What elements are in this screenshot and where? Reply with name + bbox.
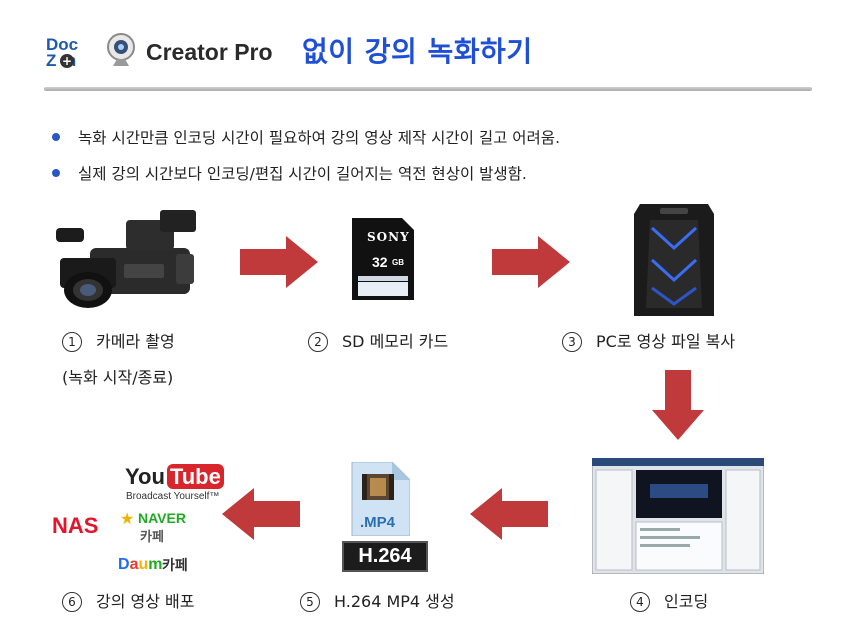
youtube-tube: Tube	[166, 464, 224, 489]
arrow-right-icon	[240, 236, 318, 288]
step-number: 3	[562, 332, 582, 352]
step-3-label: 3 PC로 영상 파일 복사	[562, 328, 735, 352]
naver-logo: NAVER	[138, 510, 186, 526]
step-number: 2	[308, 332, 328, 352]
daum-logo: Daum	[118, 556, 163, 573]
arrow-down-icon	[652, 370, 704, 440]
arrow-left-icon	[222, 488, 300, 540]
step-1-label: 1 카메라 촬영	[62, 328, 175, 352]
brand-name: Creator Pro	[146, 39, 273, 65]
step-5-label: 5 H.264 MP4 생성	[300, 588, 455, 612]
arrow-left-icon	[470, 488, 548, 540]
youtube-you: You	[125, 464, 165, 489]
step-number: 6	[62, 592, 82, 612]
step-text: PC로 영상 파일 복사	[596, 332, 736, 351]
bullet-dot-icon	[52, 132, 60, 141]
step-4-label: 4 인코딩	[630, 588, 708, 612]
video-file-icon	[348, 461, 411, 540]
daum-cafe-label: 카페	[162, 558, 188, 574]
logo-doc-text: Doc	[46, 35, 79, 54]
step-text: 인코딩	[664, 592, 709, 611]
step-text: H.264 MP4 생성	[334, 592, 455, 611]
video-camera-icon	[56, 200, 216, 316]
sd-capacity: 32	[372, 254, 388, 270]
pc-tower-icon	[630, 200, 718, 324]
step-1-sublabel: (녹화 시작/종료)	[62, 368, 174, 387]
step-number: 4	[630, 592, 650, 612]
bullet-dot-icon	[52, 168, 60, 177]
sd-unit: GB	[392, 258, 404, 267]
bullet-text: 녹화 시간만큼 인코딩 시간이 필요하여 강의 영상 제작 시간이 길고 어려움…	[78, 129, 560, 147]
bullet-item: 녹화 시간만큼 인코딩 시간이 필요하여 강의 영상 제작 시간이 길고 어려움…	[52, 126, 560, 148]
encoder-window-icon	[591, 457, 765, 578]
sd-brand: SONY	[367, 230, 410, 244]
h264-badge: H.264	[342, 541, 428, 572]
bullet-text: 실제 강의 시간보다 인코딩/편집 시간이 길어지는 역전 현상이 발생함.	[78, 165, 527, 183]
step-text: 강의 영상 배포	[96, 592, 195, 611]
logo-plus-icon: +	[60, 54, 74, 68]
page-title: 없이 강의 녹화하기	[302, 35, 533, 68]
sd-card-icon	[352, 218, 414, 304]
step-6-label: 6 강의 영상 배포	[62, 588, 195, 612]
step-2-label: 2 SD 메모리 카드	[308, 328, 448, 352]
nas-logo: NAS	[52, 513, 99, 538]
step-text: 카메라 촬영	[96, 332, 175, 351]
webcam-icon	[104, 32, 138, 70]
title-divider	[44, 87, 812, 91]
bullet-item: 실제 강의 시간보다 인코딩/편집 시간이 길어지는 역전 현상이 발생함.	[52, 162, 527, 184]
mp4-extension: .MP4	[360, 514, 396, 531]
step-text: SD 메모리 카드	[342, 332, 449, 351]
naver-star-icon: ★	[120, 509, 135, 528]
naver-cafe-label: 카페	[140, 530, 164, 545]
arrow-right-icon	[492, 236, 570, 288]
youtube-tagline: Broadcast Yourself™	[126, 491, 220, 502]
step-number: 1	[62, 332, 82, 352]
step-number: 5	[300, 592, 320, 612]
